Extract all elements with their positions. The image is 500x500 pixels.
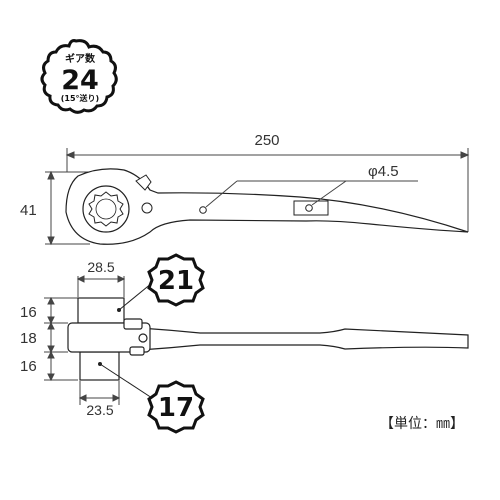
side-pawl-lever	[135, 174, 152, 191]
topwidth-arrow-left	[76, 275, 85, 283]
badge-21-value: 21	[158, 266, 194, 296]
botwidth-arrow-right	[112, 394, 121, 402]
badge-21-outline	[147, 253, 205, 307]
top-view-wrench	[67, 297, 469, 381]
length-arrow-right	[460, 151, 470, 159]
socket-badge-21: 21	[117, 253, 205, 312]
hole-diameter-label: φ4.5	[368, 163, 399, 180]
badge-17-value: 17	[158, 393, 194, 423]
hole-leader-2	[311, 180, 347, 206]
top-socket-lower	[79, 351, 120, 381]
socket-badge-17: 17	[98, 362, 205, 434]
hole-leader-1	[205, 180, 238, 208]
side-screw	[141, 202, 153, 214]
vdim-arrow-3	[47, 321, 55, 330]
length-label: 250	[254, 132, 279, 149]
side-wrench-body	[65, 168, 469, 245]
gear-count-badge: ギア数 24 (15°送り)	[40, 39, 118, 114]
unit-label: 【単位：㎜】	[380, 416, 464, 432]
vdim-arrow-1	[47, 296, 55, 305]
top-handle	[139, 327, 469, 351]
gear-badge-note: (15°送り)	[61, 93, 99, 103]
top-head	[67, 322, 151, 353]
badge-17-leader	[99, 363, 153, 399]
top-pawl-lower	[129, 346, 145, 356]
gear-badge-outline	[40, 39, 118, 114]
gear-badge-label: ギア数	[65, 52, 96, 65]
vdim-arrow-6	[47, 373, 55, 382]
side-view	[45, 148, 470, 246]
upper-height-label: 16	[20, 304, 37, 321]
side-hole-1	[199, 206, 207, 214]
side-socket-inner	[95, 198, 117, 220]
badge-17-outline	[147, 380, 205, 434]
length-arrow-left	[65, 151, 75, 159]
topwidth-arrow-right	[117, 275, 126, 283]
height-label: 41	[20, 202, 37, 219]
vdim-arrow-5	[47, 350, 55, 359]
top-pawl	[123, 318, 143, 330]
badge-17-dot	[98, 362, 102, 366]
top-screw	[138, 333, 148, 343]
vdim-arrow-2	[47, 316, 55, 325]
vdim-arrow-4	[47, 345, 55, 354]
gear-badge-value: 24	[61, 65, 99, 96]
badge-21-leader	[118, 282, 153, 311]
bottom-width-label: 23.5	[86, 402, 113, 418]
middle-height-label: 18	[20, 330, 37, 347]
top-width-label: 28.5	[87, 259, 114, 275]
height-arrow-bottom	[47, 236, 55, 246]
side-slot	[293, 200, 329, 216]
side-hole-2	[305, 204, 313, 212]
botwidth-arrow-left	[78, 394, 87, 402]
badge-21-dot	[117, 308, 121, 312]
top-view	[44, 275, 126, 405]
height-arrow-top	[47, 170, 55, 180]
lower-height-label: 16	[20, 358, 37, 375]
